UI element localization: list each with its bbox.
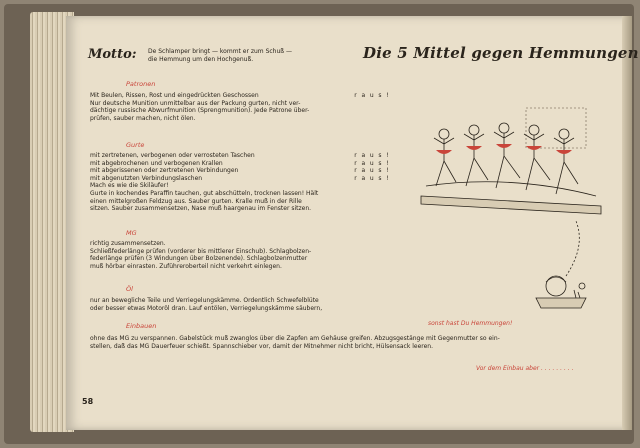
section-heading-mg: MG [126, 229, 137, 237]
text-line: stellen, daß das MG Dauerfeuer schießt. … [90, 342, 434, 350]
section-gurte: mit zertretenen, verbogenen oder verrost… [90, 152, 390, 213]
motto-text: De Schlamper bringt — kommt er zum Schuß… [148, 48, 358, 64]
cabaret-illustration [420, 107, 602, 309]
motto-line: De Schlamper bringt — kommt er zum Schuß… [148, 48, 292, 55]
section-patronen: Mit Beulen, Rissen, Rost und eingedrückt… [90, 92, 390, 122]
text-line: Gurte in kochendes Paraffin tauchen, gut… [90, 189, 319, 197]
text-line: Nur deutsche Munition unmittelbar aus de… [90, 99, 301, 107]
text-line: Mach es wie die Skiläufer! [90, 182, 169, 190]
text-line: Schließfederlänge prüfen (vorderer bis m… [90, 247, 312, 255]
text-line: einen mittelgroßen Feldzug aus. Sauber g… [90, 197, 302, 205]
text-line: muß hörbar einrasten. Zuführeroberteil n… [90, 262, 282, 270]
section-heading-patronen: Patronen [126, 80, 156, 88]
dancer-figures [433, 122, 579, 195]
text-line: dächtige russische Abwurfmunition (Spren… [90, 107, 310, 115]
book-spine [622, 16, 632, 430]
footer-note: Vor dem Einbau aber . . . . . . . . . [476, 365, 574, 372]
section-heading-gurte: Gurte [126, 141, 145, 149]
motto-line: die Hemmung um den Hochgenuß. [148, 56, 254, 63]
raus-line: mit abgerissenen oder zertretenen Verbin… [90, 167, 390, 175]
motto-label: Motto: [88, 47, 137, 62]
raus-line: Mit Beulen, Rissen, Rost und eingedrückt… [90, 92, 390, 99]
page-number: 58 [82, 397, 94, 406]
section-heading-einbauen: Einbauen [126, 322, 157, 330]
section-heading-oel: Öl [126, 285, 133, 293]
text-line: federlänge prüfen (3 Windungen über Bolz… [90, 255, 308, 263]
text-line: ohne das MG zu verspannen. Gabelstück mu… [90, 335, 500, 342]
text-line: prüfen, sauber machen, nicht ölen. [90, 114, 196, 122]
headline: Die 5 Mittel gegen Hemmungen [363, 44, 639, 62]
book-page: Motto: De Schlamper bringt — kommt er zu… [66, 16, 639, 430]
soldier-figure [535, 275, 587, 309]
text-line: richtig zusammensetzen. [90, 240, 166, 247]
text-line: nur an bewegliche Teile und Verriegelung… [90, 297, 319, 304]
raus-line: mit abgebrochenen und verbogenen Krallen… [90, 159, 390, 167]
text-line: oder besser etwas Motoröl dran. Lauf ent… [90, 304, 323, 312]
raus-line: mit zertretenen, verbogenen oder verrost… [90, 152, 390, 159]
section-oel: nur an bewegliche Teile und Verriegelung… [90, 297, 390, 312]
text-line: sitzen. Sauber zusammensetzen, Nase muß … [90, 205, 312, 213]
illustration-caption: sonst hast Du Hemmungen! [428, 320, 513, 327]
section-mg: richtig zusammensetzen. Schließfederläng… [90, 240, 390, 270]
section-einbauen: ohne das MG zu verspannen. Gabelstück mu… [90, 335, 580, 350]
